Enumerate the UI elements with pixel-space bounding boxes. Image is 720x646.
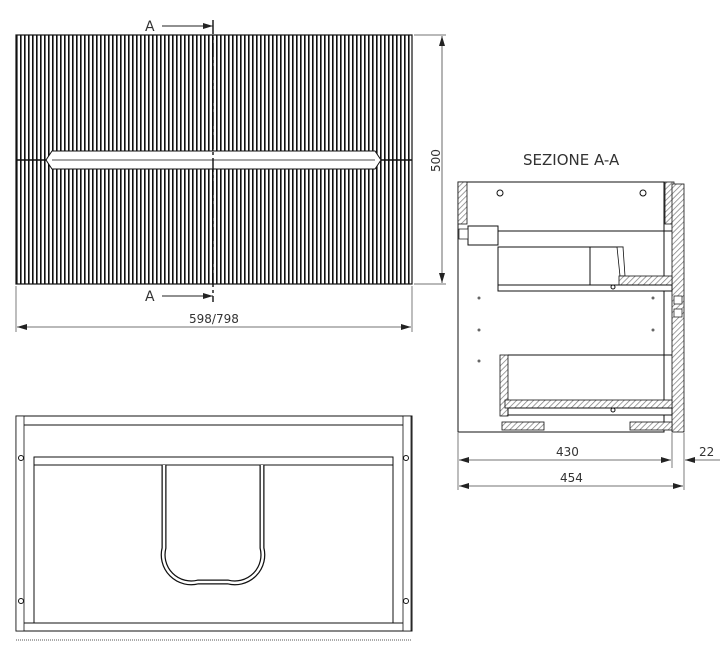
top-view bbox=[15, 415, 413, 641]
dim-22: 22 bbox=[699, 445, 714, 459]
dim-454: 454 bbox=[560, 471, 583, 485]
width-dimension: 598/798 bbox=[189, 312, 239, 326]
section-view: SEZIONE A-A 430 22 bbox=[457, 151, 720, 490]
section-marker-bottom: A bbox=[145, 289, 155, 305]
section-title: SEZIONE A-A bbox=[523, 151, 620, 169]
back-panel bbox=[671, 183, 685, 433]
front-view: A A 500 598/798 bbox=[15, 19, 446, 332]
section-marker-top: A bbox=[145, 19, 155, 35]
height-dimension: 500 bbox=[429, 149, 443, 172]
dim-430: 430 bbox=[556, 445, 579, 459]
